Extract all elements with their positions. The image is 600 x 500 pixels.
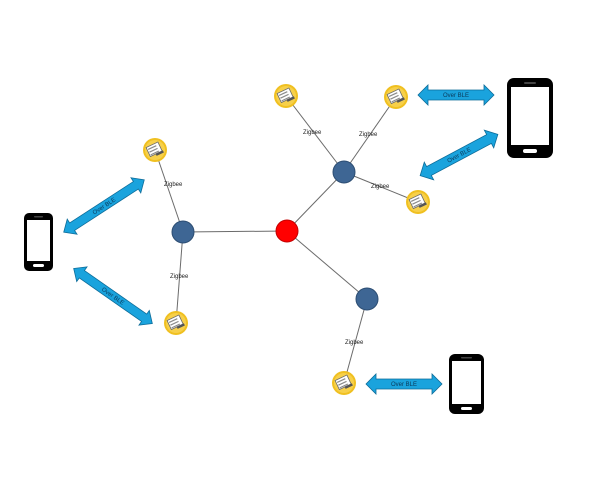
zigbee-label: Zigbee bbox=[303, 130, 322, 136]
router-node-bottom bbox=[355, 287, 379, 311]
end-device-icon bbox=[163, 310, 189, 336]
zigbee-label: Zigbee bbox=[359, 132, 378, 138]
router-node-top bbox=[332, 160, 356, 184]
end-device-icon bbox=[273, 83, 299, 109]
link-bottom-router-device bbox=[343, 298, 368, 384]
zigbee-label: Zigbee bbox=[345, 340, 364, 346]
link-left-router-device-top bbox=[154, 149, 184, 233]
zigbee-label: Zigbee bbox=[371, 184, 390, 190]
ble-arrow-left-bottom: Over BLE bbox=[73, 266, 153, 326]
smartphone-icon bbox=[507, 78, 553, 158]
ble-arrow-bottom-right: Over BLE bbox=[365, 373, 443, 395]
link-top-router-device-a bbox=[285, 95, 345, 173]
ble-arrow-top-right: Over BLE bbox=[417, 84, 495, 106]
zigbee-label: Zigbee bbox=[164, 182, 183, 188]
end-device-icon bbox=[383, 84, 409, 110]
end-device-icon bbox=[142, 137, 168, 163]
link-coordinator-router-left bbox=[182, 230, 288, 233]
link-top-router-device-b bbox=[343, 96, 397, 173]
ble-arrow-left-top: Over BLE bbox=[63, 177, 145, 235]
link-coordinator-router-bottom bbox=[286, 230, 368, 300]
end-device-icon bbox=[405, 189, 431, 215]
link-coordinator-router-top bbox=[286, 171, 345, 232]
coordinator-node bbox=[275, 219, 299, 243]
end-device-icon bbox=[331, 370, 357, 396]
zigbee-labels: Zigbee Zigbee Zigbee Zigbee Zigbee Zigbe… bbox=[164, 130, 390, 346]
link-top-router-device-c bbox=[343, 171, 419, 203]
ble-arrow-middle-right: Over BLE bbox=[419, 129, 499, 181]
zigbee-label: Zigbee bbox=[170, 274, 189, 280]
links bbox=[154, 95, 419, 384]
router-node-left bbox=[171, 220, 195, 244]
smartphone-icon bbox=[449, 354, 484, 414]
smartphone-icon bbox=[24, 213, 53, 271]
ble-label: Over BLE bbox=[443, 93, 469, 99]
link-left-router-device-bottom bbox=[175, 231, 184, 324]
ble-label: Over BLE bbox=[391, 382, 417, 388]
